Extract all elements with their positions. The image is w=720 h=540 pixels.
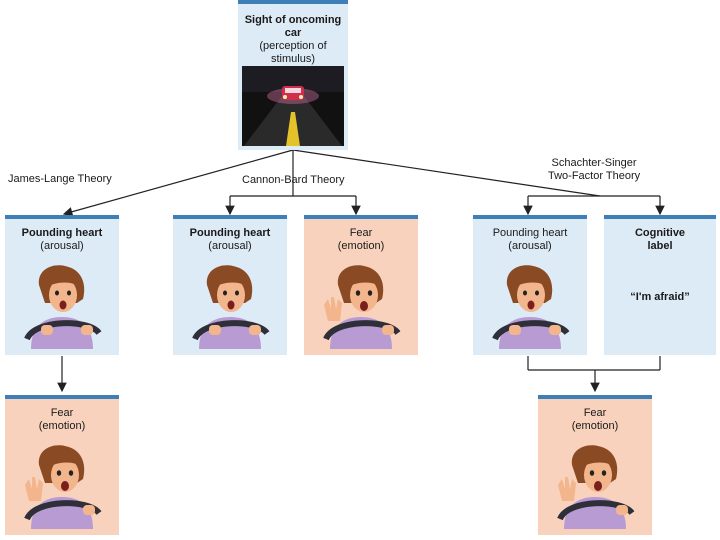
jl-emotion-box: Fear (emotion): [5, 395, 119, 535]
driver-arousal-image: [17, 263, 107, 349]
james-lange-label: James-Lange Theory: [8, 173, 112, 185]
driver-arousal-image: [485, 263, 575, 349]
jl-emotion-subtitle: (emotion): [38, 420, 86, 432]
arrow-to-james-lange: [62, 149, 294, 217]
oncoming-car-scene: [242, 66, 344, 146]
line-to-schachter: [292, 149, 601, 197]
jl-arousal-box: Pounding heart (arousal): [5, 215, 119, 355]
schachter-singer-line1: Schachter-Singer: [551, 157, 637, 169]
stimulus-box: Sight of oncoming car (perception of sti…: [238, 0, 348, 150]
ss-emotion-box: Fear (emotion): [538, 395, 652, 535]
stimulus-subtitle: (perception of stimulus): [259, 40, 327, 65]
schachter-singer-line2: Two-Factor Theory: [548, 170, 641, 182]
stimulus-title: Sight of oncoming car: [244, 14, 342, 39]
cb-arousal-title: Pounding heart: [189, 227, 271, 239]
cannon-bard-label: Cannon-Bard Theory: [242, 174, 345, 186]
cb-emotion-title: Fear: [349, 227, 373, 239]
cognitive-label-title: Cognitive label: [634, 227, 686, 252]
ss-emotion-subtitle: (emotion): [571, 420, 619, 432]
driver-arousal-image: [185, 263, 275, 349]
ss-arousal-box: Pounding heart (arousal): [473, 215, 587, 355]
driver-fear-image: [17, 443, 107, 529]
ss-arousal-title: Pounding heart: [492, 227, 568, 239]
cognitive-label-quote: “I'm afraid”: [630, 291, 690, 303]
driver-fear-image: [550, 443, 640, 529]
jl-emotion-title: Fear: [50, 407, 74, 419]
cognitive-label-box: Cognitive label “I'm afraid”: [604, 215, 716, 355]
cb-emotion-box: Fear (emotion): [304, 215, 418, 355]
ss-emotion-title: Fear: [583, 407, 607, 419]
cb-emotion-subtitle: (emotion): [337, 240, 385, 252]
jl-arousal-subtitle: (arousal): [40, 240, 84, 252]
driver-fear-image: [316, 263, 406, 349]
cb-arousal-box: Pounding heart (arousal): [173, 215, 287, 355]
schachter-singer-label: Schachter-Singer Two-Factor Theory: [548, 157, 640, 183]
cb-arousal-subtitle: (arousal): [208, 240, 252, 252]
ss-arousal-subtitle: (arousal): [508, 240, 552, 252]
jl-arousal-title: Pounding heart: [21, 227, 103, 239]
